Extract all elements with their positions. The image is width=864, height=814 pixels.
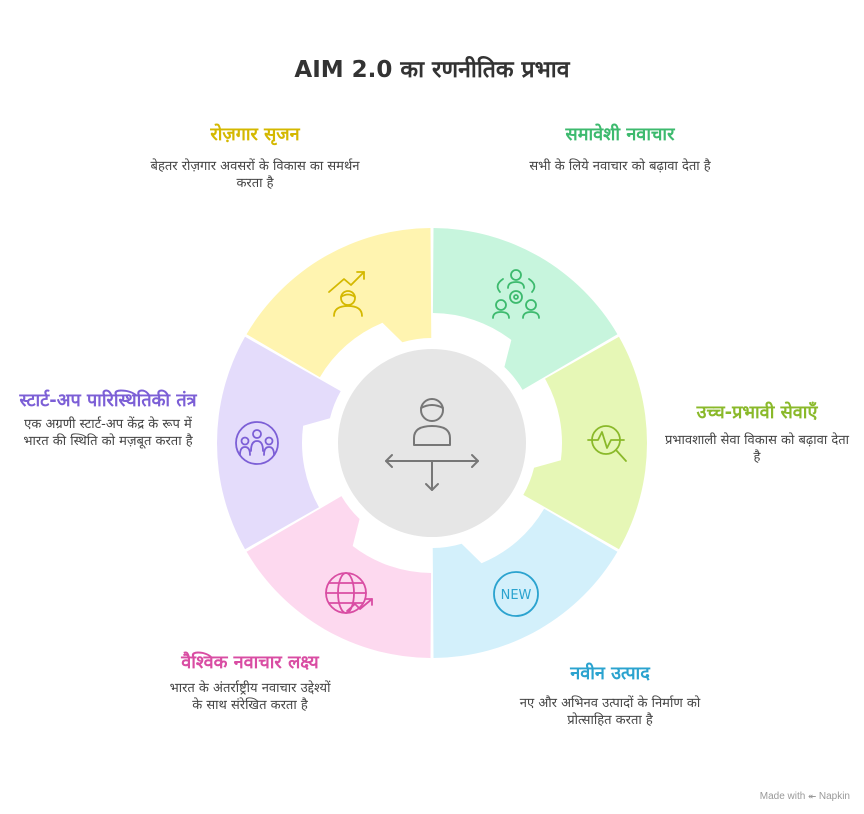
segment-global-innovation — [246, 496, 432, 658]
heading-global-innovation: वैश्विक नवाचार लक्ष्य — [181, 652, 319, 673]
segment-new-products — [432, 508, 618, 658]
segment-inclusive-innovation — [432, 228, 618, 390]
globe-growth-icon — [325, 572, 373, 614]
desc-employment: बेहतर रोज़गार अवसरों के विकास का समर्थन … — [150, 159, 360, 191]
group-circle-icon — [235, 421, 279, 465]
label-global-innovation: वैश्विक नवाचार लक्ष्य भारत के अंतर्राष्ट… — [165, 652, 335, 714]
center-hub — [338, 349, 526, 537]
label-employment: रोज़गार सृजन बेहतर रोज़गार अवसरों के विक… — [150, 124, 360, 192]
napkin-credit: Made with ⯬ Napkin — [759, 791, 850, 802]
heading-inclusive-innovation: समावेशी नवाचार — [565, 124, 675, 145]
label-high-impact-services: उच्च-प्रभावी सेवाएँ प्रभावशाली सेवा विका… — [662, 402, 852, 466]
segment-high-impact-services — [523, 336, 647, 550]
heading-high-impact-services: उच्च-प्रभावी सेवाएँ — [696, 402, 818, 423]
person-growth-icon — [328, 271, 365, 317]
page-title: AIM 2.0 का रणनीतिक प्रभाव — [294, 57, 570, 83]
desc-new-products: नए और अभिनव उत्पादों के निर्माण को प्रोत… — [519, 696, 701, 728]
person-directions-icon — [385, 398, 479, 491]
desc-high-impact-services: प्रभावशाली सेवा विकास को बढ़ावा देता है — [664, 433, 850, 465]
badge-text: NEW — [501, 588, 532, 603]
desc-inclusive-innovation: सभी के लिये नवाचार को बढ़ावा देता है — [529, 159, 711, 174]
community-gear-icon — [492, 269, 540, 319]
heading-new-products: नवीन उत्पाद — [570, 663, 650, 684]
desc-global-innovation: भारत के अंतर्राष्ट्रीय नवाचार उद्देश्यों… — [169, 681, 331, 713]
new-badge-icon: NEW — [493, 571, 539, 617]
segment-employment — [246, 228, 432, 378]
desc-startup-ecosystem: एक अग्रणी स्टार्ट-अप केंद्र के रूप में भ… — [23, 417, 193, 449]
heading-employment: रोज़गार सृजन — [210, 124, 300, 145]
heading-startup-ecosystem: स्टार्ट-अप पारिस्थितिकी तंत्र — [19, 390, 197, 411]
label-inclusive-innovation: समावेशी नवाचार सभी के लिये नवाचार को बढ़… — [520, 124, 720, 175]
magnifier-pulse-icon — [587, 425, 627, 462]
label-new-products: नवीन उत्पाद नए और अभिनव उत्पादों के निर्… — [515, 663, 705, 729]
label-startup-ecosystem: स्टार्ट-अप पारिस्थितिकी तंत्र एक अग्रणी … — [18, 390, 198, 450]
